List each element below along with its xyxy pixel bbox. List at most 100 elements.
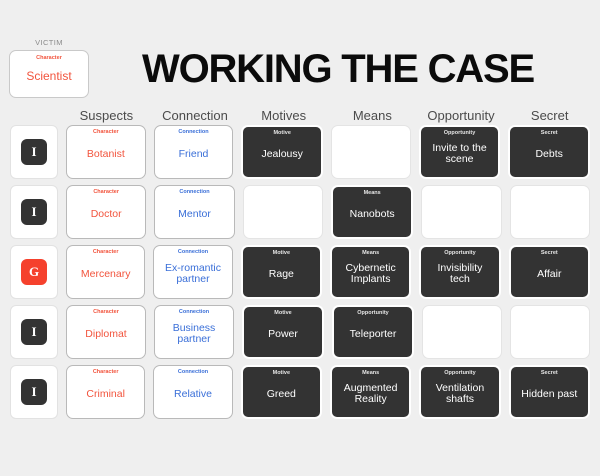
card-kicker: Opportunity — [357, 310, 389, 316]
card-value: Criminal — [86, 387, 125, 400]
card-value: Teleporter — [349, 327, 397, 340]
victim-card[interactable]: Character Scientist — [9, 50, 89, 98]
card-kicker: Opportunity — [443, 130, 476, 136]
card-value: Jealousy — [261, 147, 303, 160]
card-value: Doctor — [90, 207, 122, 220]
card-kicker: Connection — [178, 309, 210, 315]
status-badge-guilty: G — [21, 259, 47, 285]
card-kicker: Connection — [177, 369, 209, 375]
card-value: Friend — [178, 147, 209, 160]
victim-label: VICTIM — [35, 38, 63, 47]
card-value: Botanist — [86, 147, 125, 160]
card-value: Nanobots — [349, 207, 395, 220]
empty-card-slot[interactable] — [331, 125, 411, 179]
status-cell[interactable]: I — [10, 365, 58, 419]
card-kicker: Motive — [272, 250, 291, 256]
status-cell[interactable]: G — [10, 245, 58, 299]
card-kicker: Connection — [179, 189, 210, 195]
card-value: Debts — [535, 147, 563, 160]
empty-card-slot[interactable] — [242, 185, 323, 239]
card-value: Augmented Reality — [343, 381, 398, 406]
card-value: Hidden past — [521, 387, 578, 400]
card-value: Invite to the scene — [432, 141, 487, 166]
column-header-connection: Connection — [162, 108, 228, 123]
card-kicker: Character — [92, 249, 119, 255]
card-value: Relative — [174, 387, 212, 400]
empty-card-slot[interactable] — [422, 305, 502, 359]
empty-card-slot[interactable] — [510, 305, 590, 359]
card-kicker: Connection — [178, 129, 209, 135]
card-value: Power — [268, 327, 298, 340]
card-kicker: Secret — [540, 130, 558, 136]
page-title: WORKING THE CASE — [142, 47, 535, 91]
card-kicker: Means — [363, 190, 381, 196]
card-kicker: Secret — [540, 250, 558, 256]
column-header-opportunity: Opportunity — [427, 108, 495, 123]
card-kicker: Secret — [540, 370, 558, 376]
card-value: Ventilation shafts — [435, 381, 485, 406]
card-kicker: Opportunity — [444, 370, 476, 376]
status-cell[interactable]: I — [10, 305, 58, 359]
card-value: Diplomat — [85, 327, 127, 340]
card-value: Mercenary — [80, 267, 131, 280]
card-kicker: Motive — [272, 370, 291, 376]
status-badge-innocent: I — [21, 199, 47, 225]
card-kicker: Connection — [177, 249, 209, 255]
status-cell[interactable]: I — [10, 185, 58, 239]
column-header-motives: Motives — [261, 108, 307, 123]
card-value: Invisibility tech — [437, 261, 483, 286]
empty-card-slot[interactable] — [421, 185, 502, 239]
column-header-secret: Secret — [530, 108, 569, 123]
card-value: Ex-romantic partner — [164, 261, 221, 286]
victim-card-value: Scientist — [26, 69, 72, 83]
empty-card-slot[interactable] — [509, 185, 590, 239]
card-kicker: Character — [93, 309, 119, 315]
card-kicker: Character — [92, 129, 119, 135]
card-kicker: Means — [362, 370, 380, 376]
card-value: Affair — [537, 267, 562, 280]
status-column-header-spacer — [10, 108, 58, 123]
status-badge-innocent: I — [21, 139, 47, 165]
column-headers: Suspects Connection Motives Means Opportunit… — [0, 108, 600, 123]
card-value: Rage — [268, 267, 294, 280]
status-cell[interactable]: I — [10, 125, 58, 179]
card-kicker: Motive — [274, 310, 292, 316]
status-badge-innocent: I — [21, 319, 47, 345]
card-value: Greed — [266, 387, 296, 400]
victim-card-kicker: Character — [36, 55, 62, 61]
column-header-means: Means — [352, 108, 392, 123]
card-value: Cybernetic Implants — [345, 261, 396, 286]
column-header-suspects: Suspects — [79, 108, 134, 123]
